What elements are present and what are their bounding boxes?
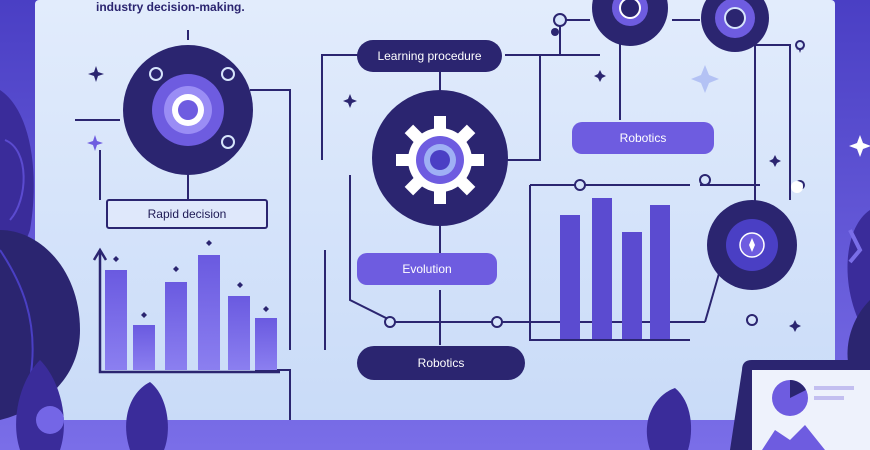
header-caption: industry decision-making. xyxy=(96,0,245,14)
laptop xyxy=(730,360,870,450)
label-robotics-bottom: Robotics xyxy=(357,346,525,380)
gear-icon xyxy=(372,90,508,226)
label-evolution: Evolution xyxy=(357,253,497,285)
label-rapid-decision: Rapid decision xyxy=(106,199,268,229)
target-icon-right xyxy=(707,200,797,290)
bar-chart-icon-left xyxy=(92,240,280,374)
target-icon-top xyxy=(551,0,769,52)
sparkle-icon-white xyxy=(849,135,870,157)
leaf-icon-bottom xyxy=(126,382,692,450)
sparkle-icon-large xyxy=(691,65,719,93)
label-learning-procedure: Learning procedure xyxy=(357,40,502,72)
sparkle-icon-violet xyxy=(87,135,103,151)
leaf-icon-left xyxy=(0,90,80,450)
target-icon-left xyxy=(123,45,253,175)
bar-chart-icon-right xyxy=(545,198,690,341)
pie-chart-icon xyxy=(772,380,808,416)
glow-dot xyxy=(791,181,803,193)
label-robotics-right: Robotics xyxy=(572,122,714,154)
